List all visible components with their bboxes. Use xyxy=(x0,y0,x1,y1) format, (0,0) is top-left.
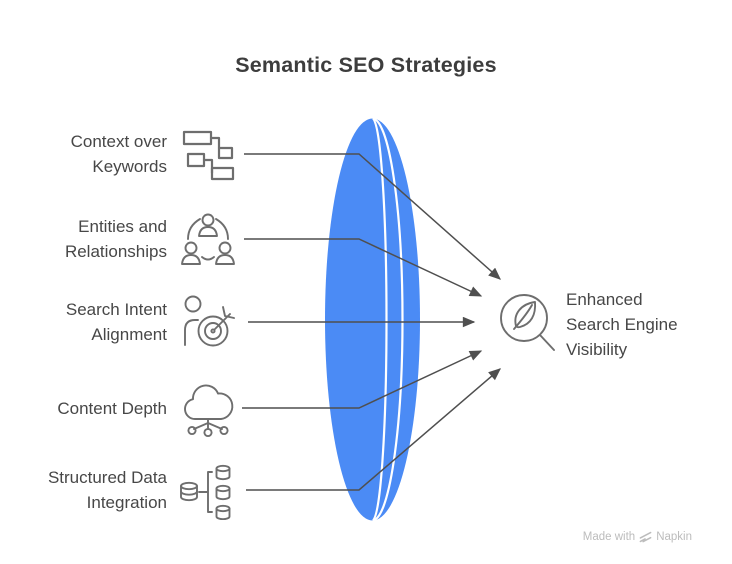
strategy-label-line1: Context over xyxy=(70,132,167,151)
outcome-label-line3: Visibility xyxy=(566,340,628,359)
watermark-brand: Napkin xyxy=(656,530,692,543)
napkin-logo-icon xyxy=(639,531,652,543)
connector-content-depth xyxy=(242,350,483,409)
cloud-nodes-icon xyxy=(184,384,234,438)
outcome-label-line2: Search Engine xyxy=(566,315,678,334)
database-integration-icon xyxy=(180,464,231,520)
strategy-label-line1: Content Depth xyxy=(57,398,167,418)
strategy-label-line2: Keywords xyxy=(92,157,167,176)
strategy-label: Entities and Relationships xyxy=(65,214,167,264)
strategy-label-line2: Alignment xyxy=(91,325,167,344)
strategy-label-line2: Integration xyxy=(86,493,167,512)
strategy-label-line1: Search Intent xyxy=(65,300,167,319)
strategy-label: Content Depth xyxy=(57,396,167,421)
watermark-prefix: Made with xyxy=(582,530,636,543)
strategy-item-context-over-keywords: Context over Keywords xyxy=(20,123,238,185)
outcome-label-line1: Enhanced xyxy=(566,290,643,309)
strategy-label-line2: Relationships xyxy=(64,242,167,261)
flowchart-icon xyxy=(182,130,235,181)
person-target-icon xyxy=(184,295,235,347)
strategy-label-line1: Entities and xyxy=(78,217,167,236)
outcome-label: Enhanced Search Engine Visibility xyxy=(566,287,716,362)
strategy-item-entities-relationships: Entities and Relationships xyxy=(20,208,238,270)
people-network-icon xyxy=(181,213,235,265)
connector-context-over-keywords xyxy=(244,153,501,280)
connector-entities-relationships xyxy=(244,238,483,297)
connector-structured-data xyxy=(246,368,501,491)
watermark: Made with Napkin xyxy=(583,530,692,543)
strategy-item-structured-data: Structured Data Integration xyxy=(20,459,238,521)
connector-lines xyxy=(242,153,501,491)
lens-shape xyxy=(325,117,420,522)
strategy-label-line1: Structured Data xyxy=(47,468,167,487)
strategy-label: Search Intent Alignment xyxy=(66,297,167,347)
strategy-item-content-depth: Content Depth xyxy=(20,377,238,439)
magnifier-leaf-icon xyxy=(500,294,555,351)
strategy-label: Structured Data Integration xyxy=(48,465,167,515)
strategy-item-search-intent: Search Intent Alignment xyxy=(20,291,238,353)
strategy-label: Context over Keywords xyxy=(71,129,167,179)
page-title: Semantic SEO Strategies xyxy=(235,53,497,77)
